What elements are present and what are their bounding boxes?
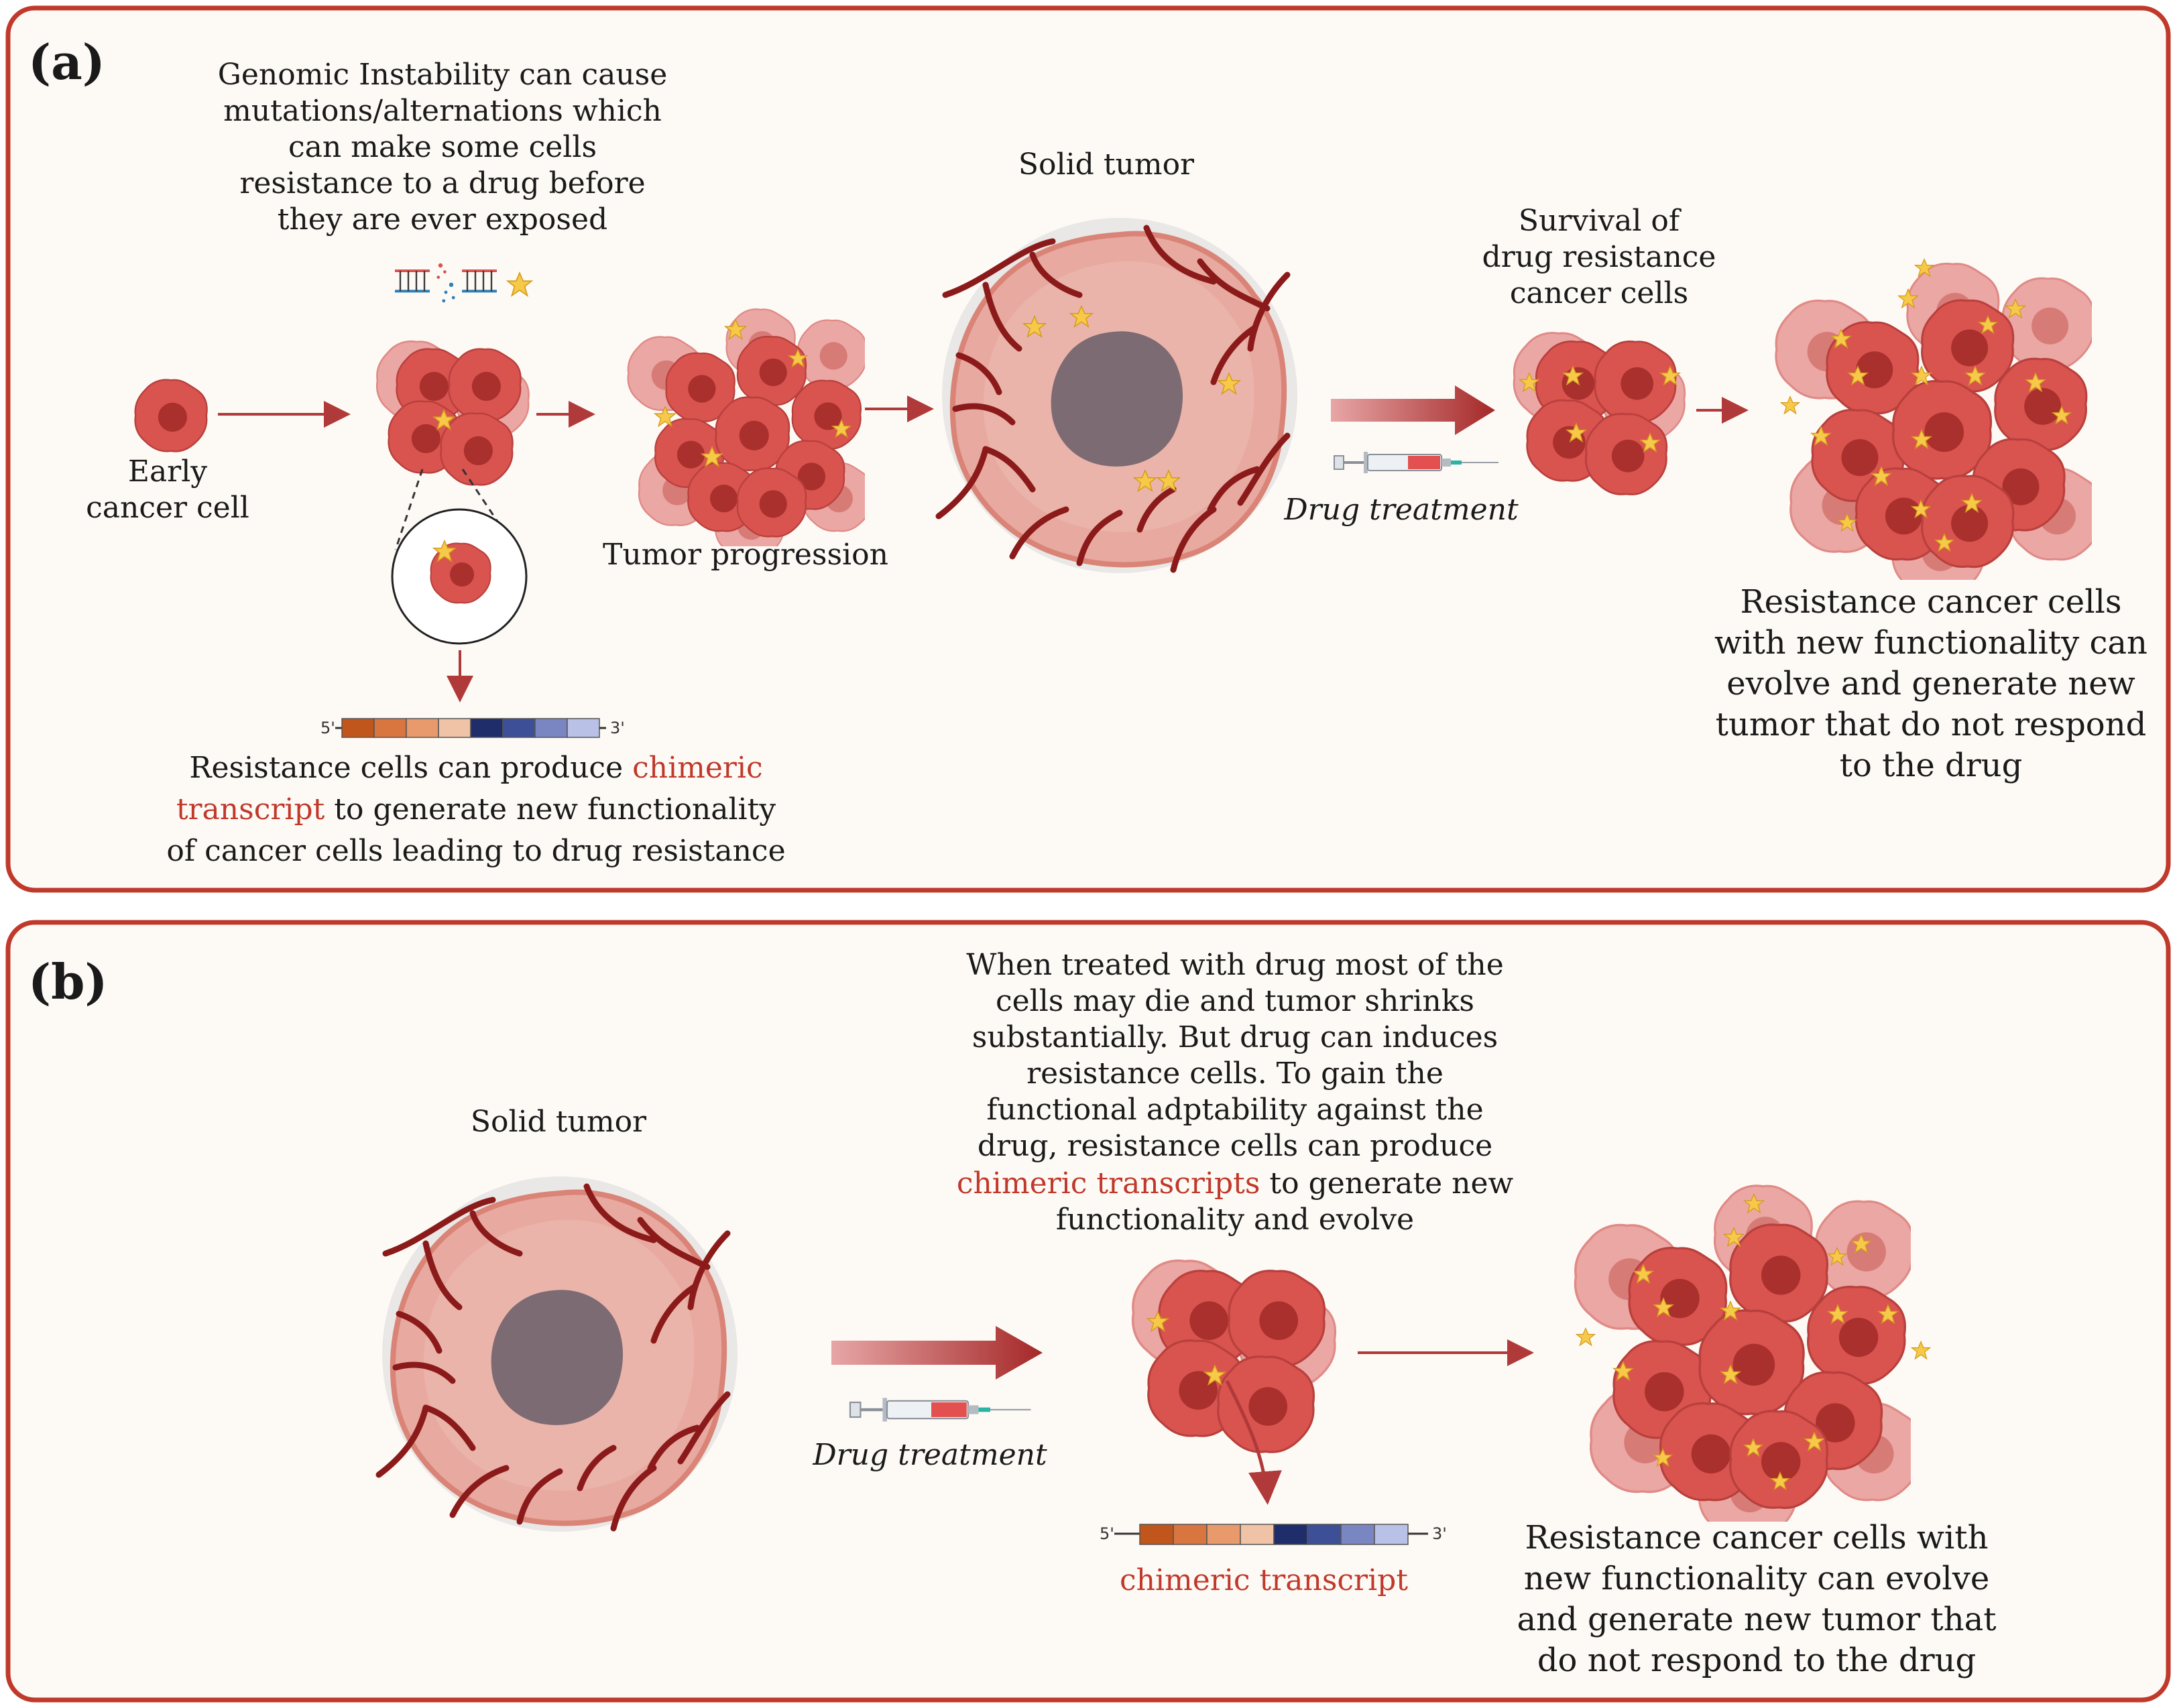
- panel-a: (a) Genomic Instability can cause mutati…: [5, 5, 2171, 893]
- transcript-segment: [406, 718, 439, 738]
- panel-b: (b) Solid tumor Drug treatment When trea…: [5, 920, 2171, 1703]
- evolve-a-line-3: evolve and generate new: [1726, 665, 2135, 703]
- evolve-a-line-1: Resistance cancer cells: [1740, 583, 2121, 621]
- when-line-2: cells may die and tumor shrinks: [996, 984, 1474, 1018]
- five-prime-label-b: 5': [1100, 1524, 1114, 1543]
- transcript-segment: [470, 718, 504, 738]
- genomic-line-2: mutations/alternations which: [223, 94, 662, 128]
- transcript-segment: [1307, 1524, 1342, 1545]
- transcript-segment: [438, 718, 471, 738]
- genomic-line-3: can make some cells: [288, 130, 597, 164]
- solid-tumor-label-b: Solid tumor: [471, 1105, 647, 1139]
- drug-treatment-label-a: Drug treatment: [1283, 493, 1519, 527]
- evolve-text-a: Resistance cancer cells with new functio…: [1714, 583, 2147, 784]
- tumor-progression-cluster: [628, 309, 872, 558]
- surviving-cells-a: [1514, 333, 1685, 495]
- zoom-detail: [391, 469, 528, 645]
- evolve-b-line-4: do not respond to the drug: [1537, 1642, 1976, 1679]
- transcript-segment: [1374, 1524, 1409, 1545]
- drug-arrow-b: [831, 1326, 1043, 1380]
- evolve-b-line-1: Resistance cancer cells with: [1525, 1519, 1989, 1557]
- transcript-segments: [341, 718, 600, 738]
- arrow-down-b: [1225, 1380, 1282, 1505]
- when-line-5: functional adptability against the: [986, 1093, 1483, 1127]
- when-treated-text: When treated with drug most of the cells…: [957, 948, 1514, 1237]
- early-cluster: [377, 341, 528, 485]
- produce-line-1: Resistance cells can produce chimeric: [189, 751, 762, 785]
- early-cancer-cell: [134, 379, 208, 452]
- when-line-6: drug, resistance cells can produce: [978, 1129, 1492, 1163]
- three-prime-label: 3': [610, 719, 625, 737]
- five-prime-label: 5': [320, 719, 335, 737]
- early-cell-line-2: cancer cell: [86, 491, 249, 525]
- genomic-line-1: Genomic Instability can cause: [218, 58, 668, 92]
- transcript-segment: [534, 718, 568, 738]
- transcript-segments-b: [1139, 1524, 1409, 1545]
- transcript-segment: [567, 718, 600, 738]
- chimeric-transcript-b: 5' 3': [1100, 1524, 1447, 1545]
- survival-line-3: cancer cells: [1510, 276, 1688, 310]
- transcript-segment: [502, 718, 536, 738]
- evolve-a-line-4: tumor that do not respond: [1716, 706, 2147, 743]
- when-line-7: chimeric transcripts to generate new: [957, 1166, 1514, 1201]
- transcript-segment: [1206, 1524, 1241, 1545]
- produce-line-1-pre: Resistance cells can produce: [189, 751, 632, 785]
- panel-a-letter: (a): [28, 34, 105, 90]
- when-line-3: substantially. But drug can induces: [972, 1020, 1498, 1054]
- early-cell-label: Early cancer cell: [86, 454, 249, 525]
- tumor-progression-label: Tumor progression: [603, 538, 888, 572]
- solid-tumor-label-a: Solid tumor: [1018, 147, 1195, 182]
- produce-line-1-red: chimeric: [632, 751, 763, 785]
- new-tumor-b: [1576, 1186, 1921, 1539]
- survival-text: Survival of drug resistance cancer cells: [1482, 204, 1716, 310]
- transcript-segment: [1240, 1524, 1275, 1545]
- survival-line-2: drug resistance: [1482, 240, 1716, 274]
- transcript-segment: [1139, 1524, 1174, 1545]
- produce-line-2: transcript to generate new functionality: [176, 792, 776, 827]
- produce-line-2-red: transcript: [176, 792, 325, 827]
- when-line-7-red: chimeric transcripts: [957, 1166, 1260, 1201]
- chimeric-transcript-a: 5' 3': [320, 718, 625, 738]
- drug-arrow-a: [1331, 385, 1495, 435]
- when-line-1: When treated with drug most of the: [966, 948, 1504, 982]
- transcript-segment: [341, 718, 375, 738]
- when-line-4: resistance cells. To gain the: [1026, 1056, 1444, 1091]
- evolve-a-line-2: with new functionality can: [1714, 624, 2147, 662]
- when-line-7-post: to generate new: [1260, 1166, 1513, 1201]
- evolve-text-b: Resistance cancer cells with new functio…: [1517, 1519, 1996, 1679]
- survival-line-1: Survival of: [1519, 204, 1682, 238]
- new-tumor-a: [1776, 263, 2101, 596]
- evolve-a-line-5: to the drug: [1840, 747, 2023, 784]
- evolve-b-line-2: new functionality can evolve: [1524, 1560, 1990, 1597]
- transcript-segment: [1340, 1524, 1375, 1545]
- early-cell-line-1: Early: [128, 454, 207, 489]
- transcript-segment: [373, 718, 407, 738]
- resistance-produce-text: Resistance cells can produce chimeric tr…: [166, 751, 785, 868]
- genomic-instability-text: Genomic Instability can cause mutations/…: [218, 58, 668, 237]
- when-line-8: functionality and evolve: [1056, 1203, 1414, 1237]
- transcript-segment: [1273, 1524, 1308, 1545]
- transcript-segment: [1173, 1524, 1208, 1545]
- chimeric-transcript-label: chimeric transcript: [1120, 1563, 1408, 1597]
- drug-treatment-label-b: Drug treatment: [812, 1438, 1047, 1472]
- three-prime-label-b: 3': [1432, 1524, 1447, 1543]
- surviving-cells-b: [1133, 1261, 1336, 1453]
- evolve-b-line-3: and generate new tumor that: [1517, 1601, 1996, 1638]
- genomic-line-4: resistance to a drug before: [239, 166, 645, 200]
- genomic-line-5: they are ever exposed: [278, 202, 607, 237]
- produce-line-2-post: to generate new functionality: [325, 792, 776, 827]
- panel-b-letter: (b): [28, 953, 107, 1010]
- produce-line-3: of cancer cells leading to drug resistan…: [166, 834, 785, 868]
